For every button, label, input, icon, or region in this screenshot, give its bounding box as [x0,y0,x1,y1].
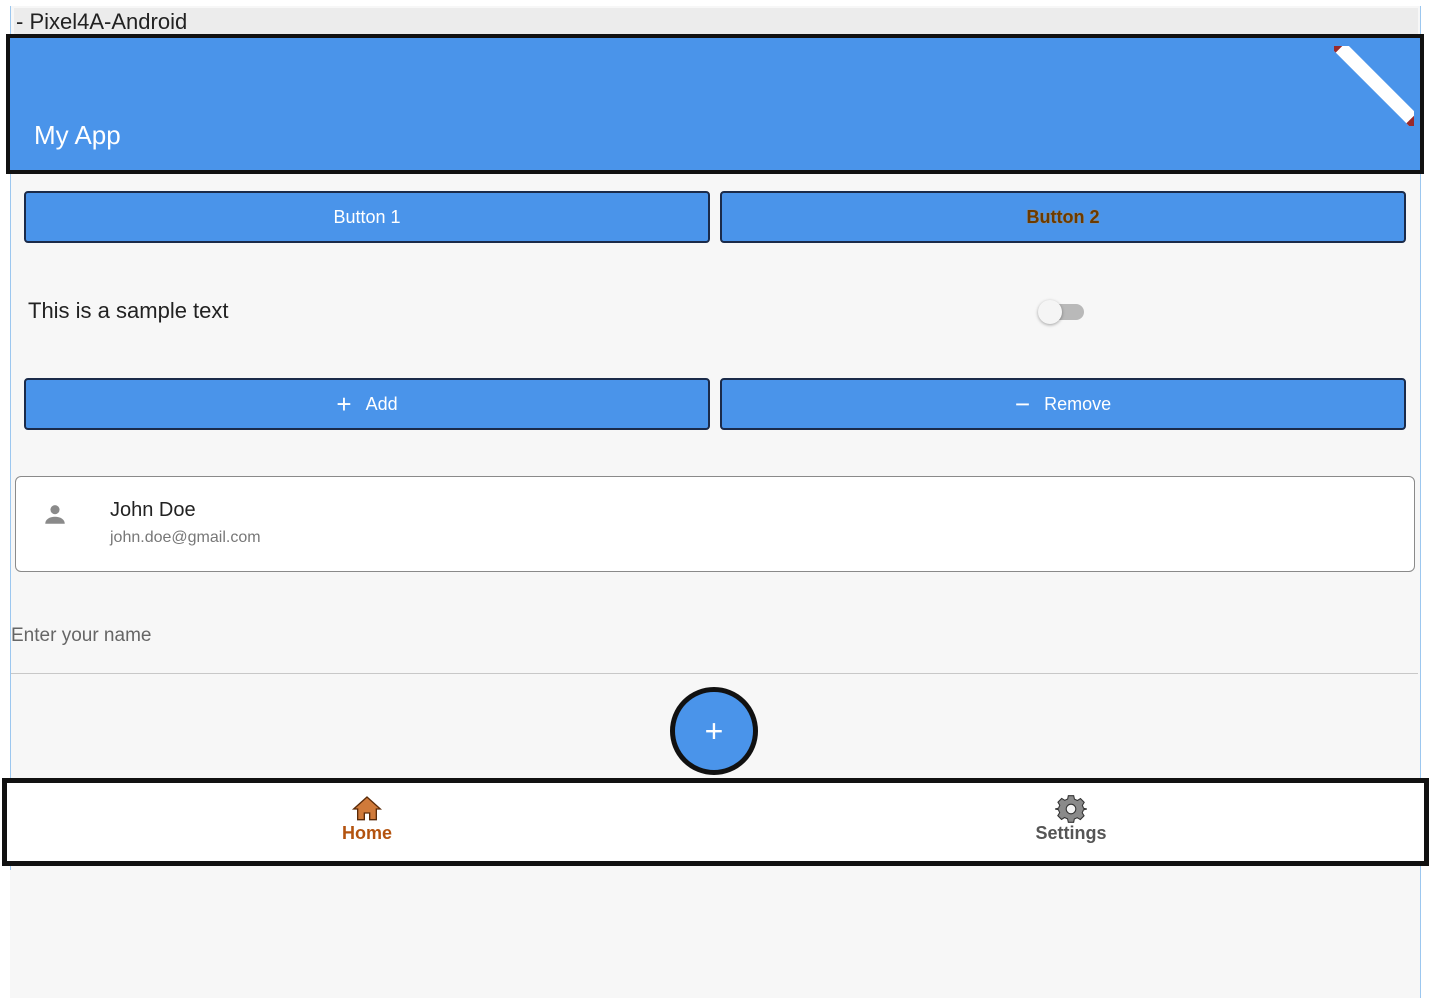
button-1[interactable]: Button 1 [24,191,710,243]
plus-icon: + [704,712,724,749]
nav-item-settings[interactable]: Settings [1011,793,1131,853]
button-2-label: Button 2 [1026,206,1100,227]
nav-home-label: Home [341,823,392,843]
gear-icon [1055,795,1087,823]
toggle-switch[interactable] [1038,300,1086,326]
nav-item-home[interactable]: Home [307,793,427,853]
person-icon [45,505,65,524]
contact-name: John Doe [110,499,196,521]
plus-icon: + [336,389,352,419]
name-input[interactable] [11,618,1418,654]
minus-icon: − [1014,389,1031,419]
button-2[interactable]: Button 2 [720,191,1406,243]
remove-button-label: Remove [1044,393,1112,414]
app-title: My App [34,120,121,150]
remove-button[interactable]: − Remove [720,378,1406,430]
contact-card[interactable]: John Doe john.doe@gmail.com [15,476,1415,572]
empty-area [10,870,1419,998]
button-1-label: Button 1 [333,206,401,227]
home-icon [351,796,383,821]
fab-add-button[interactable]: + [670,687,758,775]
bottom-navigation: Home Settings [2,778,1429,866]
app-bar: My App [6,34,1424,174]
add-button-label: Add [365,393,398,414]
name-field[interactable] [11,610,1418,674]
nav-settings-label: Settings [1035,823,1107,843]
sample-text: This is a sample text [28,298,229,323]
window-title: - Pixel4A-Android [14,8,1418,36]
switch-thumb [1038,300,1062,324]
add-button[interactable]: + Add [24,378,710,430]
contact-email: john.doe@gmail.com [110,529,261,546]
debug-banner [1334,46,1414,126]
